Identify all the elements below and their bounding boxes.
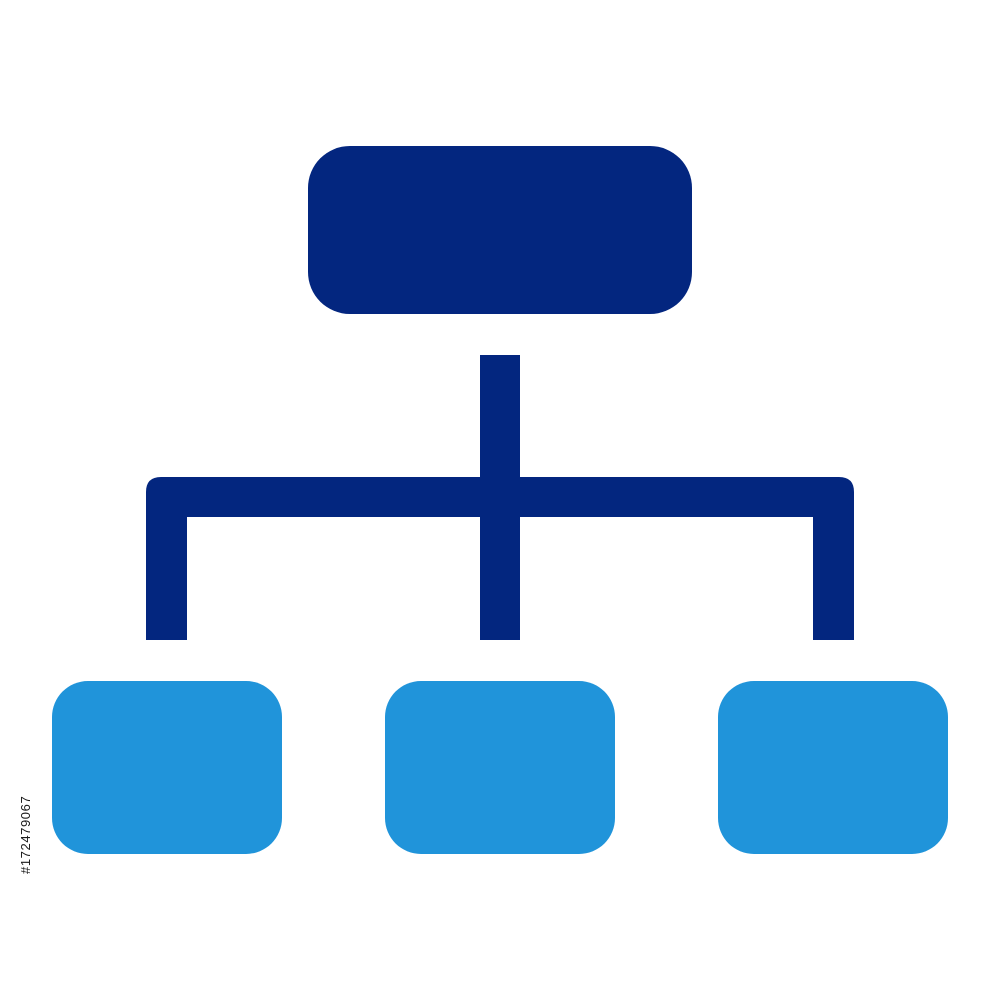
stock-id-label: #172479067 (18, 795, 33, 875)
connector-lines (146, 355, 854, 640)
child-node-left (52, 681, 282, 854)
center-drop (480, 477, 520, 640)
child-node-right (718, 681, 948, 854)
child-node-center (385, 681, 615, 854)
parent-node (308, 146, 692, 314)
vertical-trunk (480, 355, 520, 477)
